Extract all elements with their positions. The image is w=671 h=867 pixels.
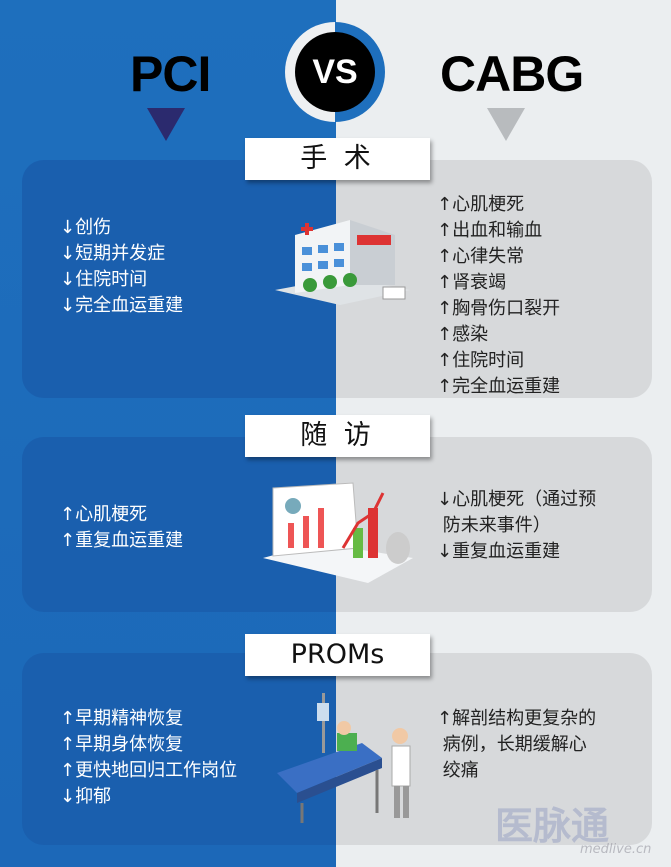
cabg-down-arrow-icon bbox=[487, 108, 525, 141]
hospital-icon bbox=[275, 220, 410, 305]
cabg-surgery-list: ↑心肌梗死 ↑出血和输血 ↑心律失常 ↑肾衰竭 ↑胸骨伤口裂开 ↑感染 ↑住院时间 ↑完全血运… bbox=[437, 192, 560, 400]
cabg-proms-list: ↑解剖结构更复杂的 病例，长期缓解心 绞痛 bbox=[437, 706, 596, 784]
pci-heading: PCI bbox=[130, 46, 211, 102]
pci-proms-list: ↑早期精神恢复 ↑早期身体恢复 ↑更快地回归工作岗位 ↓抑郁 bbox=[60, 706, 237, 810]
list-item: ↑重复血运重建 bbox=[60, 530, 184, 551]
vs-label: VS bbox=[295, 32, 375, 112]
list-item: ↑早期身体恢复 bbox=[60, 734, 184, 755]
chart-report-icon bbox=[263, 482, 413, 583]
proms-panel bbox=[22, 653, 652, 845]
list-item: ↑胸骨伤口裂开 bbox=[437, 298, 561, 319]
cabg-heading: CABG bbox=[440, 46, 584, 102]
vs-badge: VS bbox=[285, 22, 385, 122]
list-item: ↑肾衰竭 bbox=[437, 272, 507, 293]
watermark-logo: 医脉通 bbox=[495, 804, 610, 848]
list-item: ↑解剖结构更复杂的 bbox=[437, 708, 597, 729]
list-item: 防未来事件） bbox=[437, 515, 551, 536]
list-item: ↓心肌梗死（通过预 bbox=[437, 489, 597, 510]
list-item: ↑完全血运重建 bbox=[437, 376, 561, 397]
list-item: ↓短期并发症 bbox=[60, 243, 166, 264]
surgery-panel bbox=[22, 160, 652, 398]
list-item: ↓重复血运重建 bbox=[437, 541, 561, 562]
watermark-url: medlive.cn bbox=[580, 842, 652, 857]
cabg-followup-list: ↓心肌梗死（通过预 防未来事件） ↓重复血运重建 bbox=[437, 487, 596, 565]
pci-followup-list: ↑心肌梗死 ↑重复血运重建 bbox=[60, 502, 183, 554]
list-item: ↓住院时间 bbox=[60, 269, 148, 290]
list-item: ↑感染 bbox=[437, 324, 489, 345]
list-item: ↓创伤 bbox=[60, 217, 112, 238]
list-item: ↑心肌梗死 bbox=[437, 194, 525, 215]
list-item: ↑心律失常 bbox=[437, 246, 525, 267]
list-item: ↓抑郁 bbox=[60, 786, 112, 807]
section-title-followup: 随 访 bbox=[245, 415, 430, 457]
pci-surgery-list: ↓创伤 ↓短期并发症 ↓住院时间 ↓完全血运重建 bbox=[60, 215, 183, 319]
section-title-surgery: 手 术 bbox=[245, 138, 430, 180]
list-item: ↑早期精神恢复 bbox=[60, 708, 184, 729]
section-title-proms: PROMs bbox=[245, 634, 430, 676]
patient-bed-icon bbox=[277, 693, 411, 823]
list-item: ↑心肌梗死 bbox=[60, 504, 148, 525]
list-item: ↑住院时间 bbox=[437, 350, 525, 371]
list-item: 绞痛 bbox=[437, 760, 479, 781]
list-item: ↑出血和输血 bbox=[437, 220, 543, 241]
list-item: 病例，长期缓解心 bbox=[437, 734, 587, 755]
list-item: ↓完全血运重建 bbox=[60, 295, 184, 316]
pci-down-arrow-icon bbox=[147, 108, 185, 141]
list-item: ↑更快地回归工作岗位 bbox=[60, 760, 238, 781]
